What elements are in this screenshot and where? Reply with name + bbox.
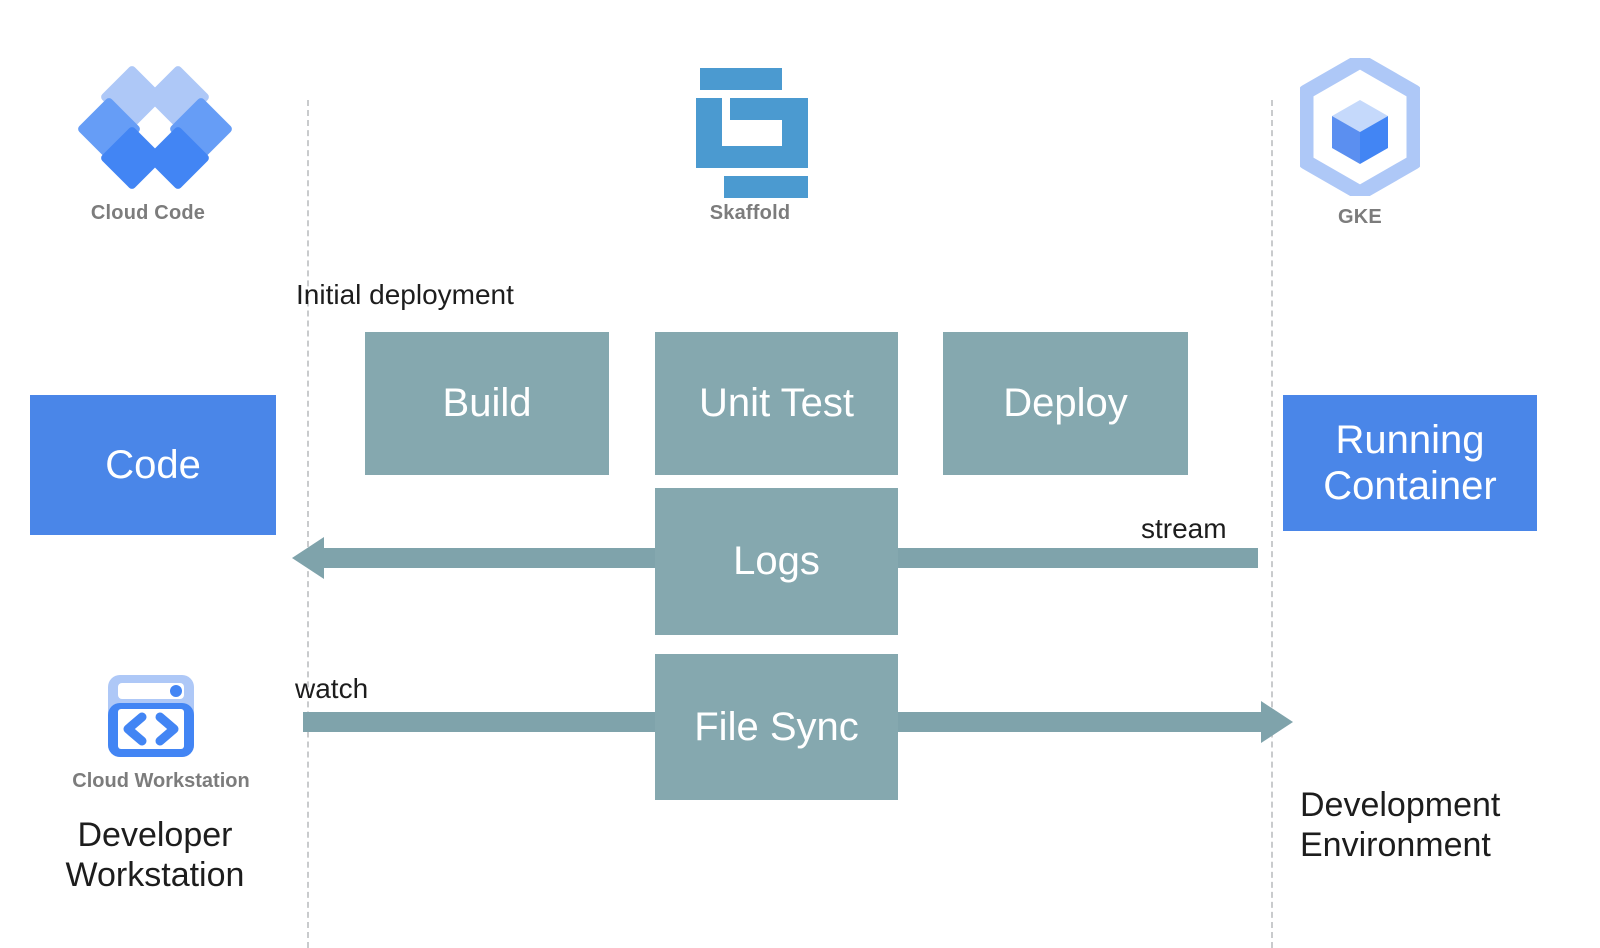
logo-caption-cloud-code: Cloud Code <box>90 202 206 224</box>
box-logs: Logs <box>655 488 898 635</box>
label-development-environment: Development Environment <box>1300 786 1501 865</box>
label-watch: watch <box>295 673 369 704</box>
box-unit-test: Unit Test <box>655 332 898 475</box>
skaffold-logo-icon <box>692 62 808 198</box>
logo-group-gke: GKE <box>1265 53 1455 229</box>
label-initial-deployment: Initial deployment <box>296 279 514 310</box>
arrow-stream-head <box>292 537 324 579</box>
logo-group-skaffold: Skaffold <box>660 62 840 225</box>
logo-caption-gke: GKE <box>1338 206 1382 228</box>
logo-caption-skaffold: Skaffold <box>709 202 791 224</box>
box-file-sync: File Sync <box>655 654 898 800</box>
label-cloud-workstation: Cloud Workstation <box>72 770 250 792</box>
boundary-line-right <box>1271 100 1273 948</box>
box-running-container: Running Container <box>1283 395 1537 531</box>
cloud-workstation-icon <box>104 669 198 763</box>
label-developer-workstation: Developer Workstation <box>65 816 245 895</box>
cloud-code-diamonds-icon <box>73 64 234 192</box>
box-code: Code <box>30 395 276 535</box>
arrow-filesync-head <box>1261 701 1293 743</box>
box-deploy: Deploy <box>943 332 1188 475</box>
box-build: Build <box>365 332 609 475</box>
logo-group-cloud-code: Cloud Code <box>48 64 248 225</box>
label-stream: stream <box>1141 513 1227 544</box>
boundary-line-left <box>307 100 309 948</box>
gke-hexagon-cube-icon <box>1298 53 1422 201</box>
